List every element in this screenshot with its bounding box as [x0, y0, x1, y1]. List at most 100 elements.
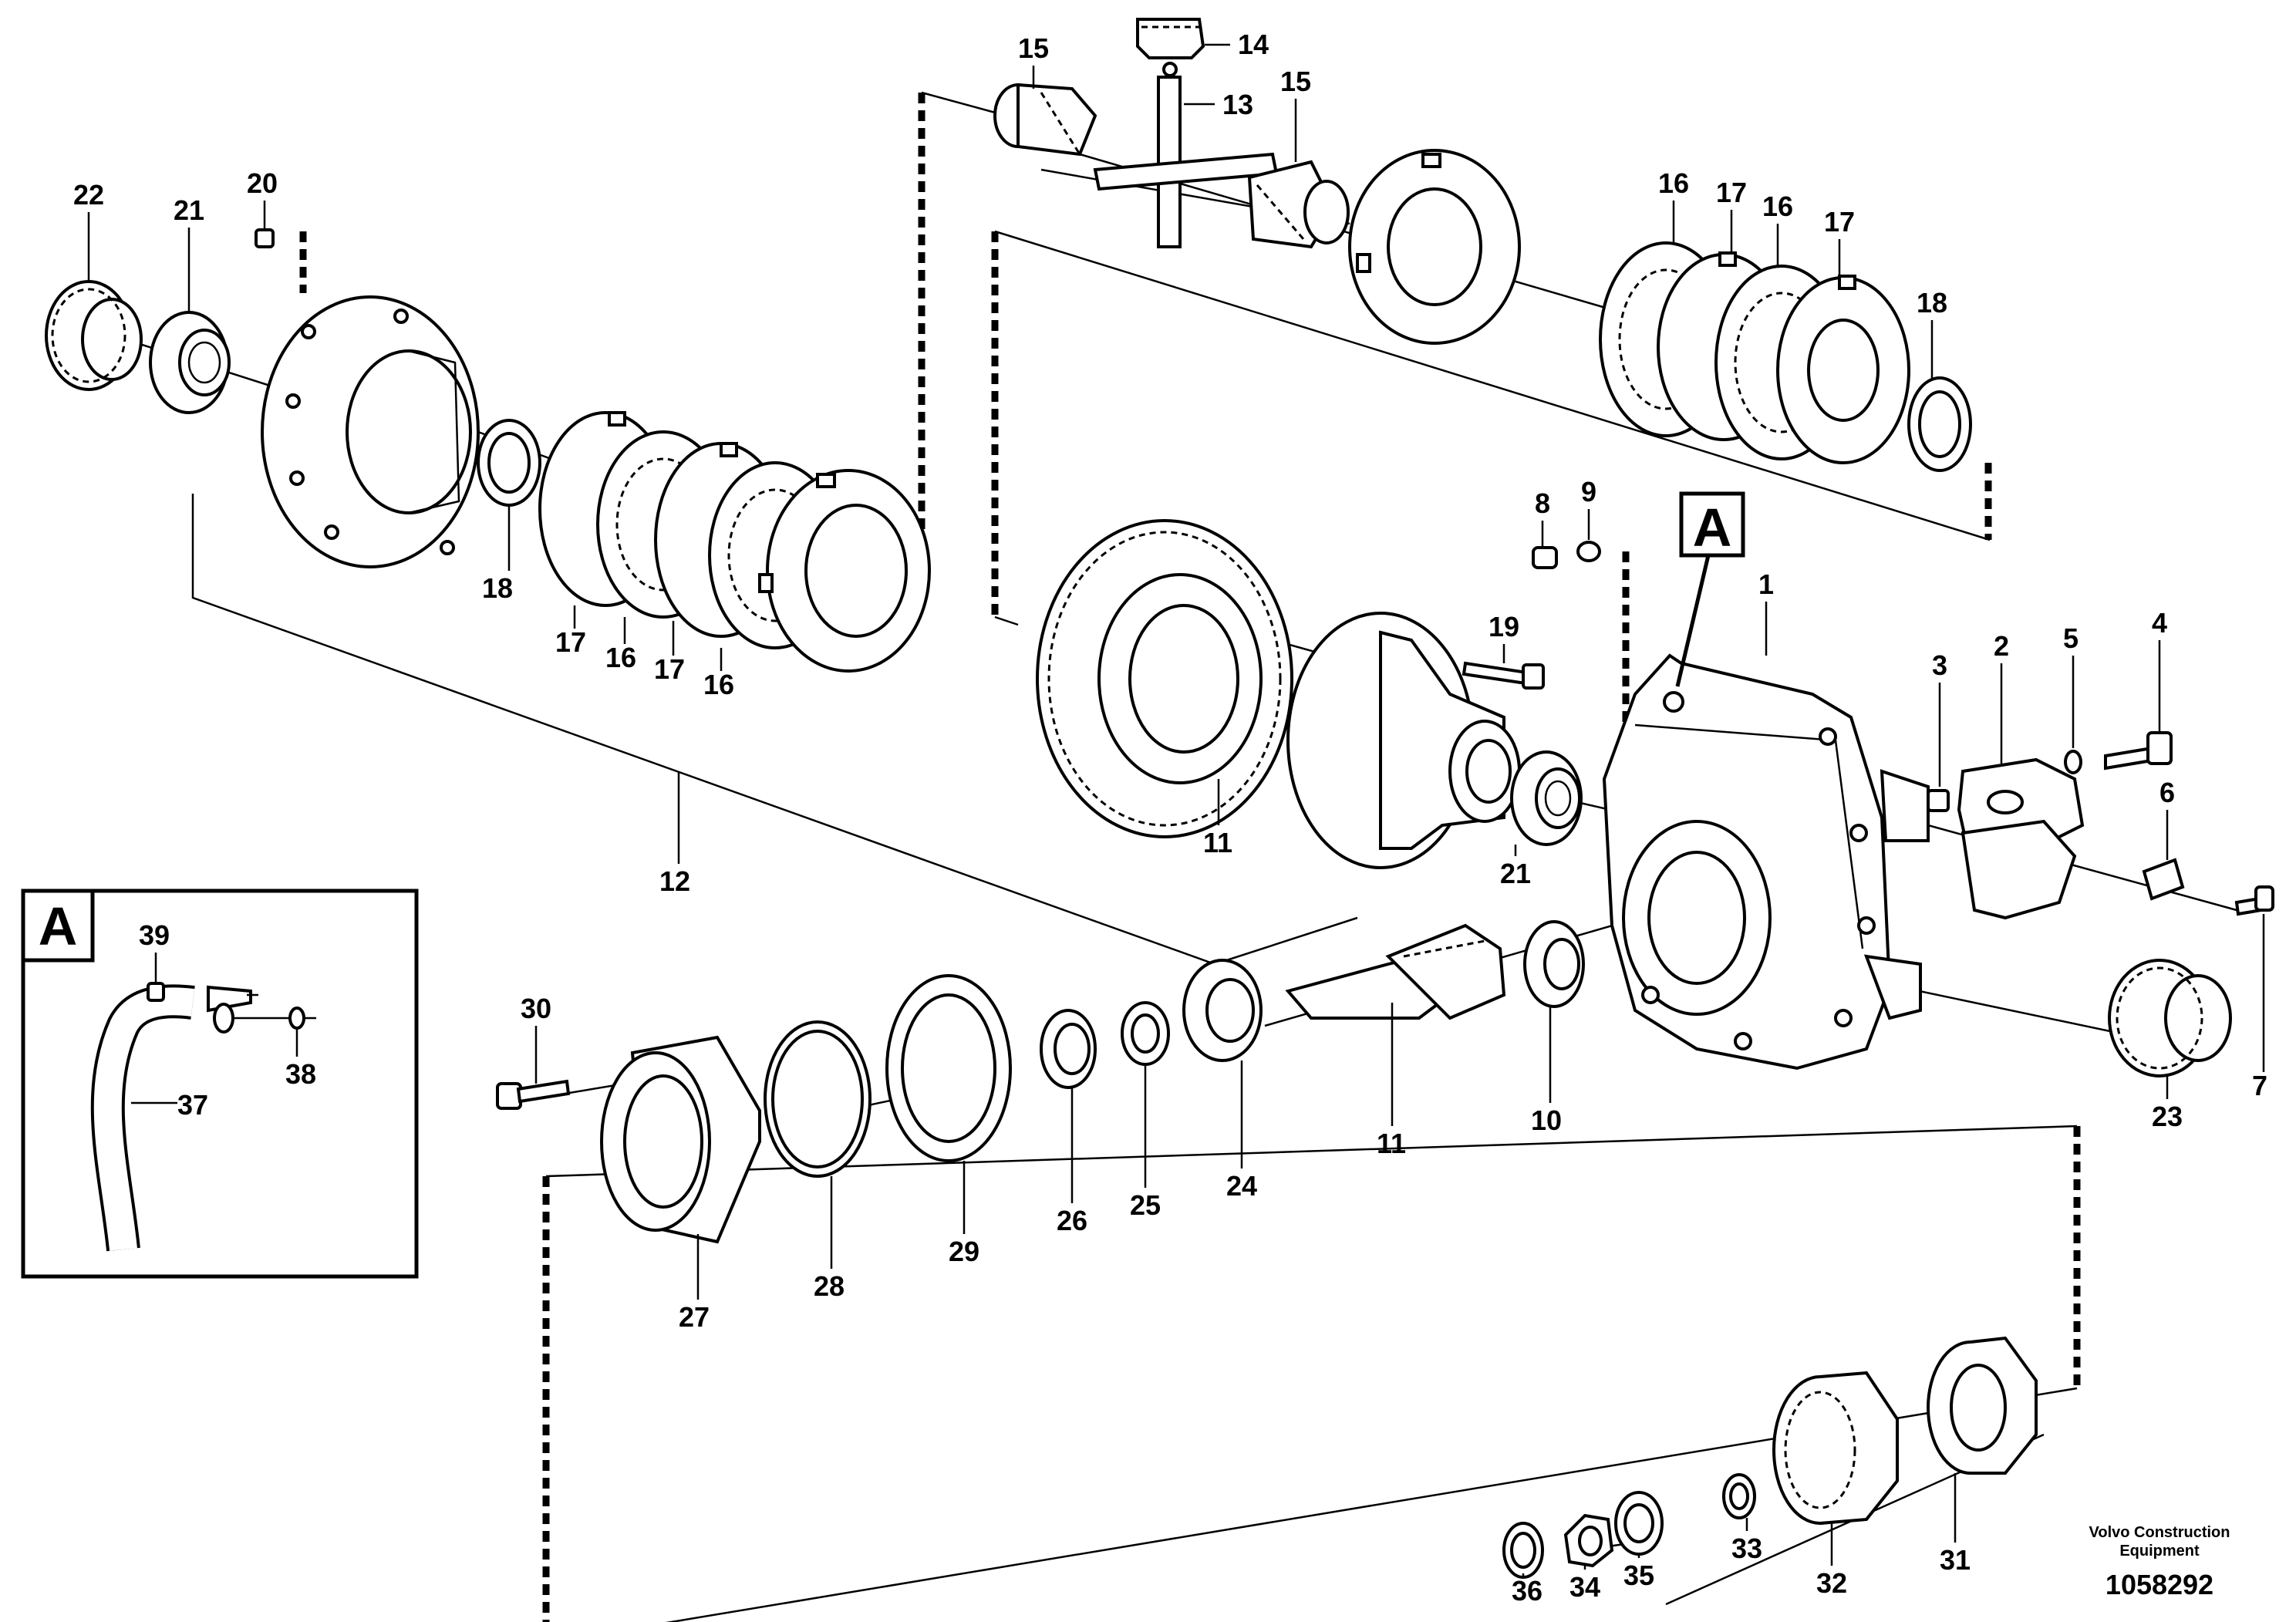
label-part-11-pinion: 11 — [1377, 1128, 1406, 1159]
lock-plate-part-6 — [2142, 858, 2185, 901]
nut-part-34 — [1563, 1513, 1614, 1568]
lock-washer-part-35 — [1614, 1491, 1664, 1556]
label-part-39: 39 — [139, 919, 170, 951]
plug-part-20 — [255, 228, 275, 248]
label-part-34: 34 — [1569, 1571, 1600, 1603]
label-part-10: 10 — [1531, 1104, 1562, 1136]
label-part-17-b: 17 — [1824, 206, 1855, 238]
label-part-8: 8 — [1535, 487, 1550, 519]
bolt-part-19 — [1462, 661, 1545, 690]
svg-text:A: A — [1693, 497, 1732, 558]
label-part-2: 2 — [1994, 630, 2009, 662]
label-part-5: 5 — [2063, 622, 2079, 654]
label-part-3: 3 — [1932, 649, 1947, 681]
pinion-gear-part-14 — [1136, 18, 1205, 77]
brand-line-1: Volvo Construction — [2089, 1524, 2230, 1541]
spider-shaft-part-13 — [1093, 76, 1279, 248]
bearing-housing-part-27 — [600, 1035, 761, 1244]
label-part-29: 29 — [949, 1236, 979, 1267]
label-part-22: 22 — [73, 179, 104, 211]
label-part-1: 1 — [1758, 568, 1774, 600]
label-part-38: 38 — [285, 1058, 316, 1090]
washer-part-33 — [1722, 1473, 1756, 1519]
label-part-27: 27 — [679, 1301, 710, 1333]
label-part-31: 31 — [1940, 1544, 1971, 1576]
label-part-16-d: 16 — [703, 669, 734, 700]
thrust-washer-part-18-right — [1907, 376, 1972, 472]
label-part-36: 36 — [1512, 1575, 1542, 1607]
label-part-12: 12 — [659, 865, 690, 897]
sleeve-part-3 — [1927, 789, 1950, 812]
label-part-30: 30 — [521, 993, 551, 1024]
seal-part-31 — [1927, 1336, 2038, 1475]
label-part-17-a: 17 — [1716, 177, 1747, 208]
differential-pinion-part-15-left — [993, 83, 1097, 157]
screw-part-30 — [496, 1079, 571, 1110]
bearing-part-10 — [1523, 920, 1585, 1008]
label-part-16-c: 16 — [605, 642, 636, 673]
label-part-21-left: 21 — [174, 194, 204, 226]
label-part-16-a: 16 — [1658, 167, 1689, 199]
bearing-part-21-left — [149, 311, 231, 414]
label-part-16-b: 16 — [1762, 191, 1793, 222]
inset-title: A — [39, 896, 78, 956]
detail-marker-a: A — [1675, 491, 1745, 687]
housing-part-1 — [1602, 653, 1930, 1071]
washer-part-5 — [2064, 750, 2082, 774]
differential-housing-half — [261, 295, 480, 568]
gasket-part-29 — [885, 974, 1012, 1162]
label-part-15-left: 15 — [1018, 32, 1049, 64]
label-part-18-right: 18 — [1917, 287, 1947, 319]
document-number: 1058292 — [2106, 1569, 2213, 1600]
adjusting-nut-part-22 — [45, 280, 143, 391]
label-part-9: 9 — [1581, 476, 1596, 508]
steel-disc-part-17-b — [1776, 275, 1910, 464]
seal-part-26 — [1040, 1009, 1097, 1089]
differential-carrier — [1286, 612, 1521, 869]
label-part-33: 33 — [1731, 1533, 1762, 1564]
companion-flange-part-32 — [1772, 1371, 1899, 1525]
bearing-part-21-right — [1510, 750, 1583, 846]
footer: Volvo Construction Equipment 1058292 — [2089, 1524, 2230, 1600]
label-part-4: 4 — [2152, 607, 2167, 639]
thrust-disc-left — [758, 469, 931, 673]
thrust-disc-upper — [1348, 149, 1521, 345]
label-part-37: 37 — [177, 1089, 208, 1121]
bearing-part-24 — [1182, 959, 1263, 1062]
crown-wheel-part-11 — [1036, 519, 1293, 838]
label-part-19: 19 — [1489, 611, 1519, 642]
thrust-washer-part-18-left — [477, 419, 541, 507]
label-part-28: 28 — [814, 1270, 845, 1302]
label-part-6: 6 — [2159, 777, 2175, 808]
washer-part-9 — [1576, 541, 1601, 562]
label-part-35: 35 — [1623, 1560, 1654, 1591]
label-part-21-right: 21 — [1500, 858, 1531, 889]
label-part-17-d: 17 — [654, 653, 685, 685]
spacer-part-25 — [1121, 1001, 1170, 1066]
label-part-11-crown: 11 — [1203, 827, 1232, 858]
screw-part-7 — [2234, 885, 2274, 916]
plug-part-8 — [1532, 546, 1558, 569]
label-part-20: 20 — [247, 167, 278, 199]
adjusting-nut-part-23 — [2108, 959, 2232, 1077]
brand-line-2: Equipment — [2119, 1543, 2200, 1560]
label-part-18-left: 18 — [482, 572, 513, 604]
circlip-part-36 — [1502, 1522, 1544, 1579]
part-number-labels: 1 2 3 4 5 6 7 8 9 10 11 11 12 13 14 15 1… — [73, 29, 2267, 1607]
label-part-32: 32 — [1816, 1567, 1847, 1599]
label-part-26: 26 — [1057, 1205, 1087, 1236]
label-part-14: 14 — [1238, 29, 1269, 60]
label-part-25: 25 — [1130, 1189, 1161, 1221]
label-part-15-right: 15 — [1280, 66, 1311, 97]
pinion-shaft-part-11 — [1285, 923, 1506, 1020]
label-part-7: 7 — [2252, 1070, 2267, 1101]
bearing-cap-part-2 — [1957, 757, 2085, 920]
detail-inset-a: A — [21, 889, 419, 1279]
label-part-13: 13 — [1222, 89, 1253, 120]
label-part-17-c: 17 — [555, 626, 586, 658]
label-part-24: 24 — [1226, 1170, 1257, 1202]
differential-pinion-part-15-right — [1247, 160, 1350, 249]
o-ring-part-28 — [764, 1020, 872, 1178]
label-part-23: 23 — [2152, 1101, 2183, 1132]
